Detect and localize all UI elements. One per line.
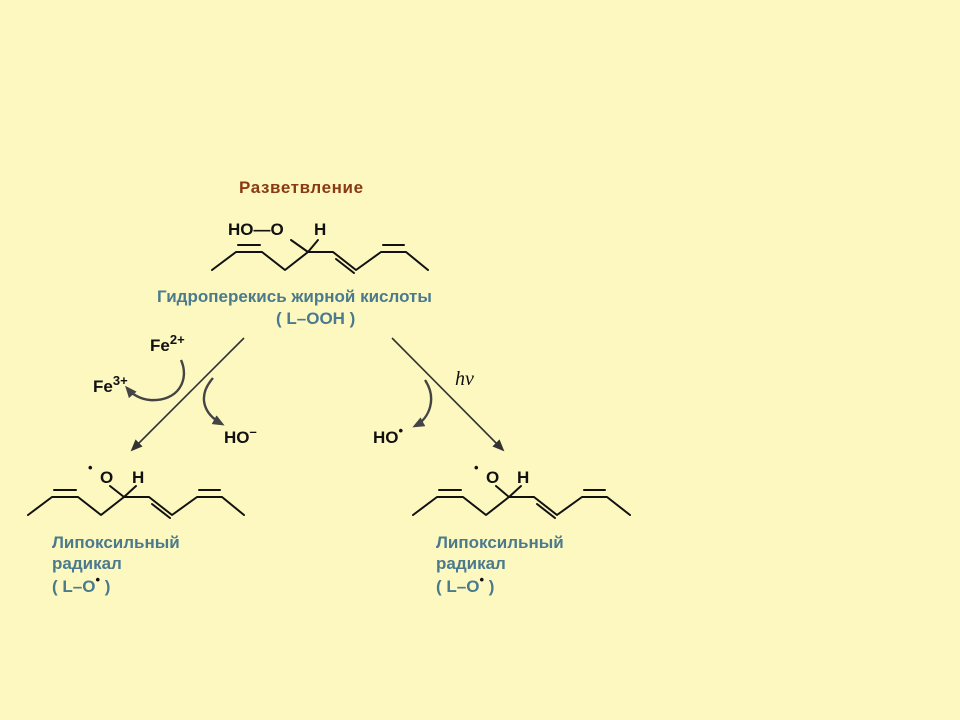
top-o-bond <box>290 239 309 253</box>
left-radical-dot: • <box>88 460 93 475</box>
left-hydrogen-label: H <box>132 468 144 487</box>
hydroxide-curved-arrow <box>202 377 225 426</box>
right-oxygen-label: O <box>486 468 499 487</box>
left-product-name-line2: радикал <box>52 554 122 573</box>
left-o-bond <box>109 485 125 498</box>
title-heading: Разветвление <box>239 178 364 197</box>
top-double-bond-2 <box>335 258 355 274</box>
left-carbon-chain <box>27 496 245 516</box>
top-hydrogen-label: H <box>314 220 326 239</box>
hydroxyl-curved-arrow <box>412 379 433 428</box>
top-molecule-formula: ( L–OOH ) <box>276 309 355 328</box>
right-product-name-line1: Липоксильный <box>436 533 564 552</box>
top-carbon-chain <box>211 251 429 271</box>
top-molecule-name: Гидроперекись жирной кислоты <box>157 287 432 306</box>
left-product-molecule: • O H <box>27 460 245 519</box>
right-radical-dot: • <box>474 460 479 475</box>
top-hydroperoxy-label: HO—O <box>228 220 284 239</box>
hydroxyl-radical-label: HO• <box>373 423 404 447</box>
fe3-label: Fe3+ <box>93 373 128 396</box>
right-reaction-arrow <box>391 337 505 452</box>
top-h-bond <box>307 239 319 253</box>
left-product-name-line1: Липоксильный <box>52 533 180 552</box>
top-molecule: HO—O H <box>211 220 429 274</box>
right-product-formula: ( L–O• ) <box>436 572 494 596</box>
light-label: hν <box>455 368 474 390</box>
right-o-bond <box>495 485 510 498</box>
left-double-bond-2 <box>151 503 171 519</box>
left-h-bond <box>123 485 137 498</box>
right-carbon-chain <box>412 496 631 516</box>
right-product-molecule: • O H <box>412 460 631 519</box>
hydroxide-ion-label: HO– <box>224 424 257 447</box>
left-product-formula: ( L–O• ) <box>52 572 110 596</box>
right-product-name-line2: радикал <box>436 554 506 573</box>
right-h-bond <box>508 485 522 498</box>
left-reaction-arrow <box>130 337 245 452</box>
fe2-label: Fe2+ <box>150 332 185 355</box>
right-hydrogen-label: H <box>517 468 529 487</box>
left-oxygen-label: O <box>100 468 113 487</box>
iron-curved-arrow <box>125 359 186 402</box>
right-double-bond-2 <box>536 503 556 519</box>
